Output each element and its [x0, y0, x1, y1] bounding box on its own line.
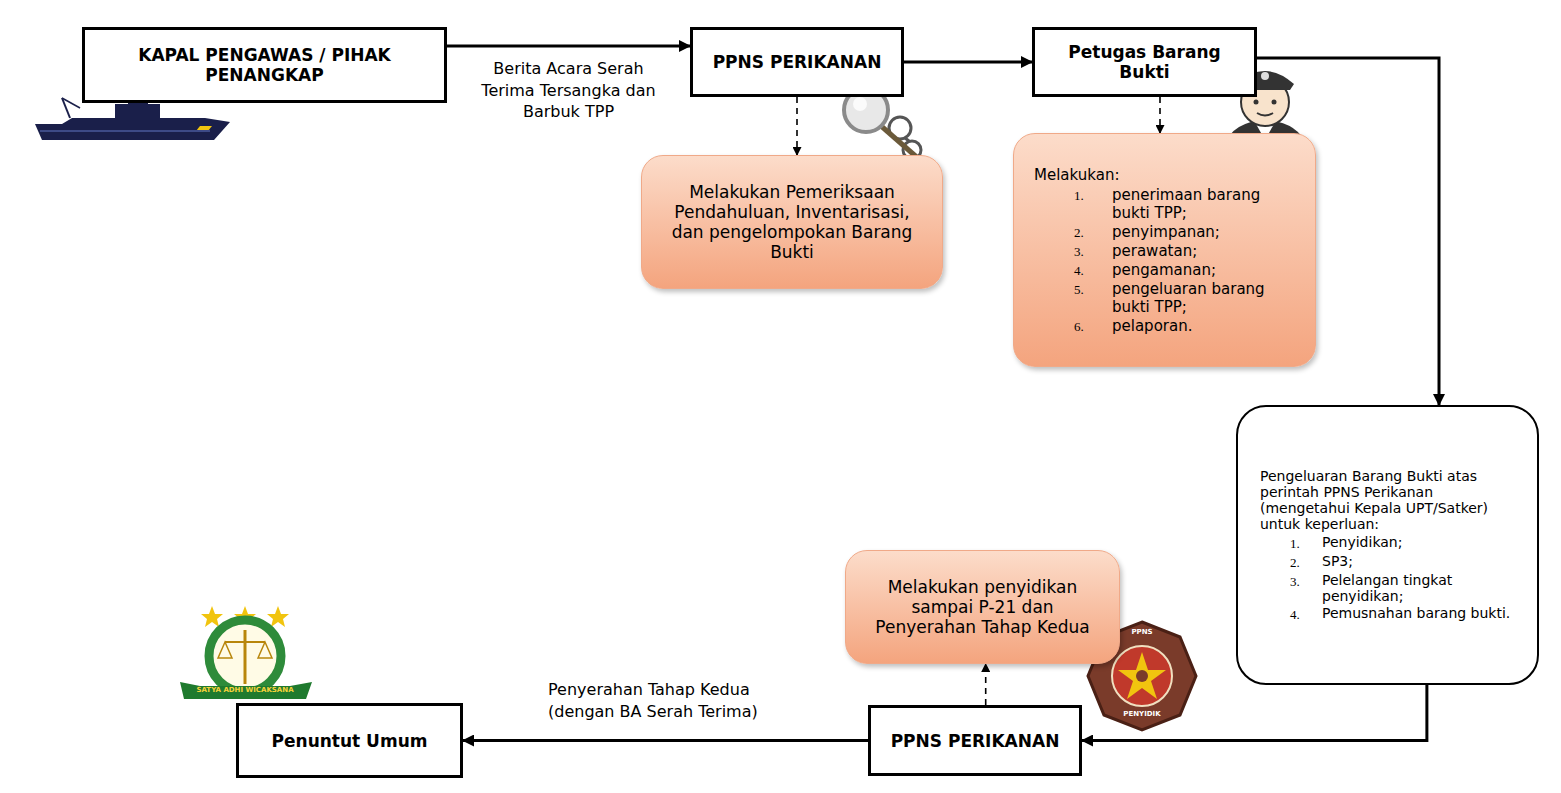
box-text: KAPAL PENGAWAS / PIHAK PENANGKAP	[95, 45, 434, 85]
flow-arrow	[447, 45, 690, 48]
flow-arrow	[463, 739, 868, 742]
list-number: 1.	[1074, 186, 1112, 222]
box-text: Melakukan penyidikan sampai P-21 dan Pen…	[860, 577, 1105, 637]
list-item: Pemusnahan barang bukti.	[1322, 605, 1521, 623]
dashed-arrow	[796, 97, 798, 155]
magnifier-handcuffs	[844, 88, 921, 160]
list-heading: Pengeluaran Barang Bukti atas perintah P…	[1260, 468, 1521, 532]
list-number: 2.	[1290, 553, 1322, 571]
note-box: Melakukan Pemeriksaan Pendahuluan, Inven…	[641, 155, 943, 289]
process-box: Penuntut Umum	[236, 703, 463, 778]
box-text: Melakukan Pemeriksaan Pendahuluan, Inven…	[656, 182, 928, 262]
flow-arrow	[904, 61, 1032, 64]
prosecutor-emblem	[180, 606, 312, 699]
list-item: Penyidikan;	[1322, 534, 1521, 552]
list-item: Pelelangan tingkat penyidikan;	[1322, 572, 1521, 604]
process-box: PPNS PERIKANAN	[690, 27, 904, 97]
list-item: SP3;	[1322, 553, 1521, 571]
note-box: Melakukan penyidikan sampai P-21 dan Pen…	[845, 550, 1120, 664]
edge-label: Penyerahan Tahap Kedua (dengan BA Serah …	[548, 679, 808, 722]
purpose-list-box: Pengeluaran Barang Bukti atas perintah P…	[1236, 405, 1539, 685]
list-number: 4.	[1290, 605, 1322, 623]
list-item: penyimpanan;	[1112, 223, 1297, 241]
process-box: KAPAL PENGAWAS / PIHAK PENANGKAP	[82, 27, 447, 103]
list-number: 6.	[1074, 317, 1112, 335]
box-text: Penuntut Umum	[249, 731, 450, 751]
list-item: pengamanan;	[1112, 261, 1297, 279]
list-number: 5.	[1074, 280, 1112, 316]
list-number: 4.	[1074, 261, 1112, 279]
list-heading: Melakukan:	[1034, 166, 1297, 184]
list-item: pelaporan.	[1112, 317, 1297, 335]
box-text: PPNS PERIKANAN	[881, 731, 1069, 751]
box-text: PPNS PERIKANAN	[703, 52, 891, 72]
list-item: perawatan;	[1112, 242, 1297, 260]
list-number: 3.	[1290, 572, 1322, 604]
list-item: penerimaan barang bukti TPP;	[1112, 186, 1297, 222]
list-number: 3.	[1074, 242, 1112, 260]
list-number: 1.	[1290, 534, 1322, 552]
task-list-box: Melakukan: 1.penerimaan barang bukti TPP;…	[1013, 133, 1316, 367]
process-box: PPNS PERIKANAN	[868, 705, 1082, 776]
process-box: Petugas Barang Bukti	[1032, 27, 1257, 97]
icon-caption: PPNS	[1117, 628, 1167, 636]
list-item: pengeluaran barang bukti TPP;	[1112, 280, 1297, 316]
icon-caption: SATYA ADHI WICAKSANA	[185, 686, 305, 694]
icon-caption: PENYIDIK	[1107, 710, 1177, 718]
edge-label: Berita Acara Serah Terima Tersangka dan …	[469, 58, 669, 123]
list-number: 2.	[1074, 223, 1112, 241]
box-text: Petugas Barang Bukti	[1045, 42, 1244, 82]
dashed-arrow	[985, 664, 987, 705]
dashed-arrow	[1159, 97, 1161, 133]
